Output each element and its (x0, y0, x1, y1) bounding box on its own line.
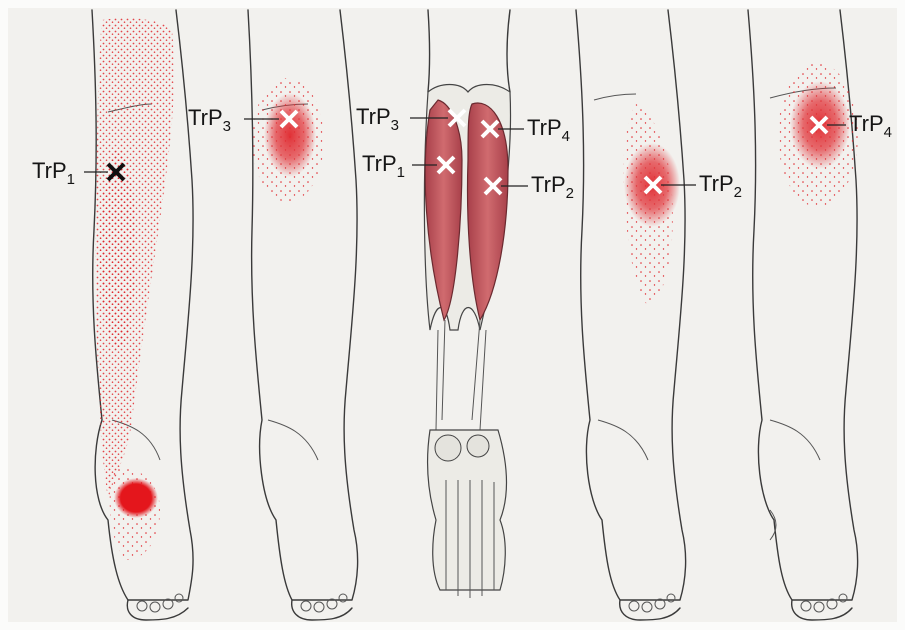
trp-label-panel3-lower-left: TrP1 (362, 153, 405, 175)
leg-panel-1 (84, 10, 193, 620)
trp-label-panel5: TrP4 (849, 113, 892, 135)
trp-label-panel3-upper-right: TrP4 (527, 117, 570, 139)
heel-pain-zone (114, 478, 158, 518)
trp-label-panel3-lower-right: TrP2 (531, 174, 574, 196)
leg-panel-3-anatomy (410, 10, 528, 598)
leg-panel-2 (244, 10, 358, 620)
referral-pain-dense-zone (100, 150, 136, 350)
trp-label-panel3-upper-left: TrP3 (356, 106, 399, 128)
leg-panel-4 (576, 10, 696, 620)
trp-label-panel4: TrP2 (699, 173, 742, 195)
trp-label-panel1: TrP1 (32, 160, 75, 182)
referral-pain-zone (264, 93, 316, 177)
trp-label-panel2: TrP3 (188, 107, 231, 129)
lateral-gastrocnemius (468, 103, 509, 320)
leg-panel-5 (748, 10, 858, 620)
